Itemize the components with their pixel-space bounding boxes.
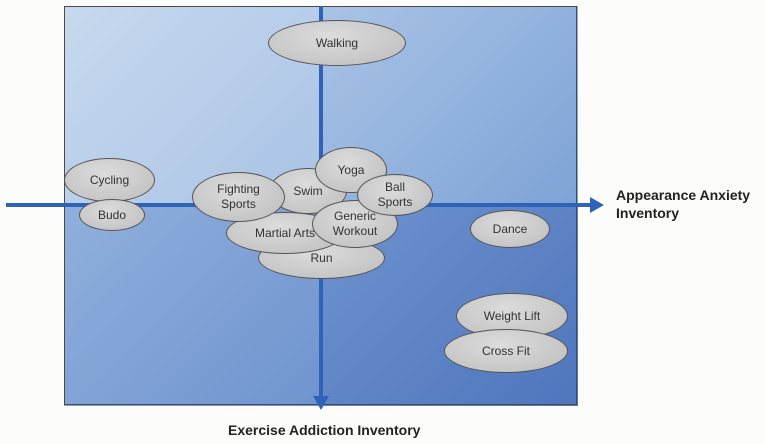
bubble-cycling: Cycling (64, 158, 155, 202)
right-arrow-icon (590, 197, 604, 213)
bubble-cross-fit: Cross Fit (444, 329, 568, 373)
bubble-budo: Budo (79, 199, 145, 231)
y-axis-label: Exercise Addiction Inventory (228, 422, 421, 438)
bubble-dance: Dance (470, 210, 550, 248)
bubble-fighting-sports: Fighting Sports (192, 172, 285, 222)
down-arrow-icon (313, 396, 329, 410)
x-axis-label: Appearance Anxiety Inventory (616, 187, 751, 221)
bubble-walking: Walking (268, 20, 406, 66)
bubble-ball-sports: Ball Sports (357, 174, 433, 216)
